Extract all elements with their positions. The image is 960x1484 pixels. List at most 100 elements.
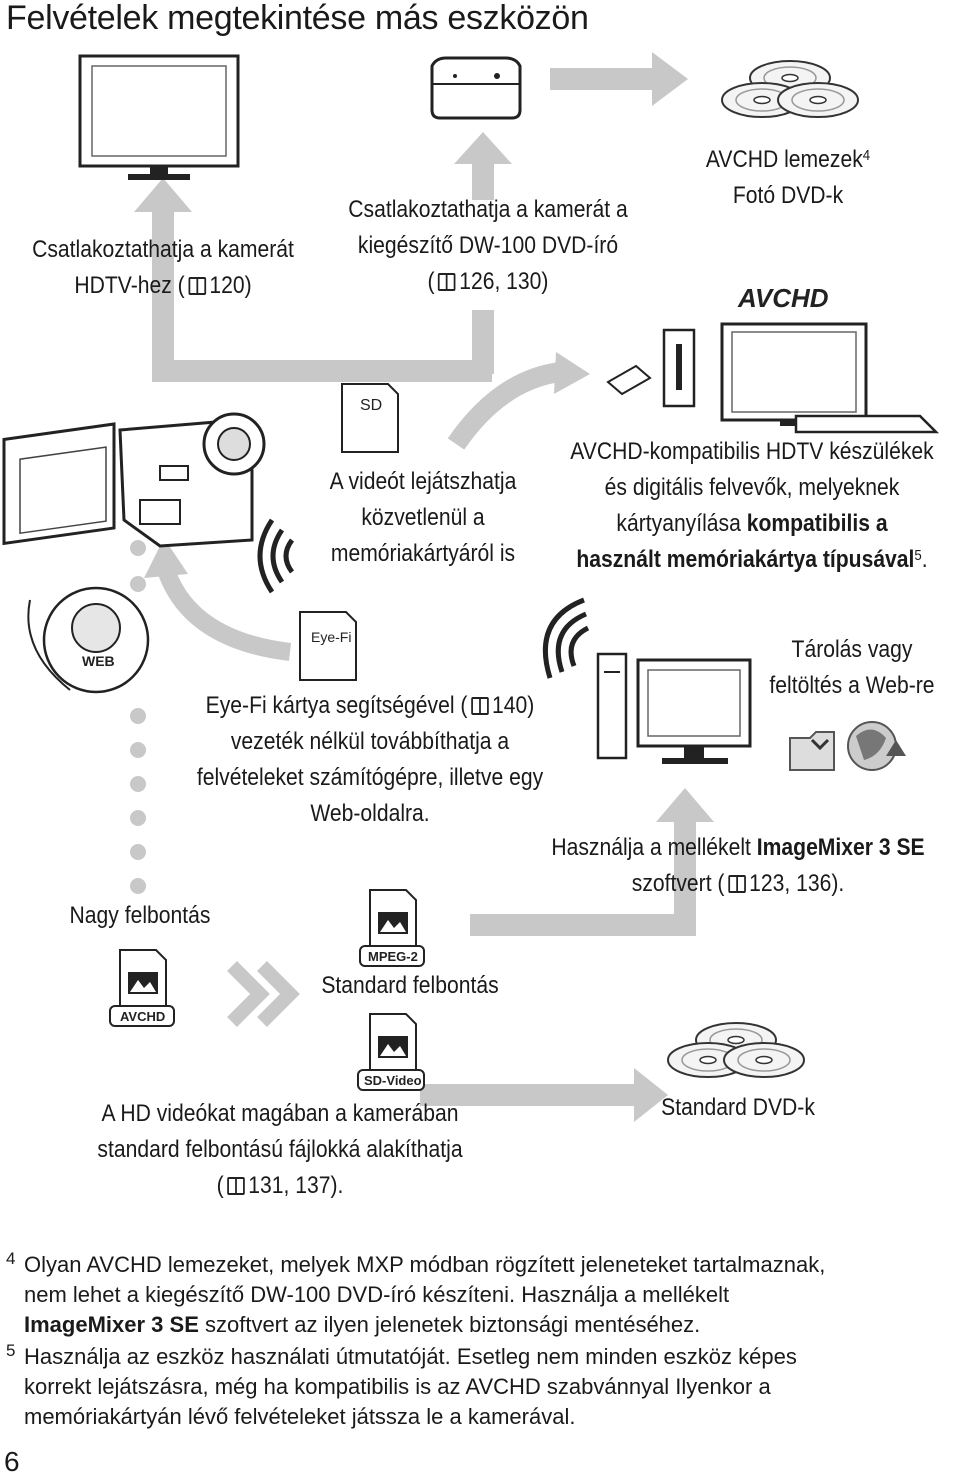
web-button-illustration — [27, 586, 150, 694]
hdtv-illustration — [78, 54, 240, 180]
arrow-to-std-dvd — [420, 1068, 668, 1122]
eyefi-card-icon — [299, 611, 357, 681]
standard-dvds-illustration — [667, 1022, 805, 1078]
caption-avchd-discs-line1: AVCHD lemezek4 — [682, 142, 893, 178]
caption-compatible-line1: AVCHD-kompatibilis HDTV készülékek — [570, 438, 934, 465]
card-slot-illustration — [606, 328, 696, 408]
web-label: WEB — [82, 653, 115, 669]
caption-hdtv-text: HDTV-hez ( — [74, 272, 185, 299]
footnote-5-num: 5 — [6, 1341, 16, 1360]
caption-convert-line1: A HD videókat magában a kamerában — [101, 1100, 459, 1127]
book-icon — [727, 875, 746, 893]
caption-hdtv-ref: 120) — [209, 272, 252, 299]
caption-eyefi-line2: vezeték nélkül továbbíthatja a — [230, 728, 510, 755]
caption-storage-line1: Tárolás vagy — [791, 636, 913, 663]
sdvideo-badge: SD-Video — [364, 1073, 422, 1088]
pc-illustration — [596, 652, 752, 764]
chevrons-icon — [227, 961, 300, 1027]
caption-imagemixer-pre: Használja a mellékelt — [551, 834, 757, 861]
page-title: Felvételek megtekintése más eszközön — [6, 0, 589, 37]
footnote-4-bold: ImageMixer 3 SE — [24, 1312, 199, 1337]
caption-memcard-line2: közvetlenül a — [361, 504, 485, 531]
caption-compatible-bold2: használt memóriakártya típusával — [576, 546, 915, 573]
caption-compatible: AVCHD-kompatibilis HDTV készülékek és di… — [565, 434, 938, 578]
caption-avchd-discs-text: AVCHD lemezek — [705, 146, 863, 173]
caption-eyefi-text1: Eye-Fi kártya segítségével ( — [205, 692, 468, 719]
mpeg2-file-icon — [359, 889, 425, 967]
avchd-logo: AVCHD — [737, 283, 829, 313]
avchd-badge: AVCHD — [120, 1009, 165, 1024]
wireless-icon-pc — [542, 597, 590, 679]
avchd-discs-illustration — [721, 60, 859, 118]
curved-arrow-eyefi — [157, 566, 292, 661]
caption-imagemixer-bold: ImageMixer 3 SE — [756, 834, 925, 861]
caption-compatible-bold1: kompatibilis a — [746, 510, 888, 537]
caption-compatible-line2: és digitális felvevők, melyeknek — [604, 474, 900, 501]
caption-compatible-line3: kártyanyílása kompatibilis a — [565, 506, 938, 542]
caption-imagemixer-line2: szoftvert ( 123, 136). — [546, 866, 930, 902]
arrow-to-discs — [550, 52, 688, 106]
caption-memcard-line3: memóriakártyáról is — [330, 540, 516, 567]
footnote-4-num: 4 — [6, 1249, 16, 1268]
sdvideo-file-icon — [357, 1013, 425, 1091]
caption-hdtv-line2: HDTV-hez ( 120) — [27, 268, 300, 304]
dw100-illustration — [430, 56, 522, 120]
arrow-to-pc — [470, 788, 714, 936]
folder-icon — [789, 731, 835, 771]
caption-eyefi-ref: 140) — [492, 692, 535, 719]
footnote-5-line1: Használja az eszköz használati útmutatój… — [24, 1344, 797, 1369]
caption-dw100-line2: kiegészítő DW-100 DVD-író — [357, 232, 619, 259]
caption-imagemixer-text2: szoftvert ( — [631, 870, 725, 897]
caption-convert-line2: standard felbontású fájlokká alakíthatja — [97, 1136, 463, 1163]
book-icon — [188, 277, 206, 295]
caption-storage-line2: feltöltés a Web-re — [769, 672, 935, 699]
footnote-4-line2: nem lehet a kiegészítő DW-100 DVD-író ké… — [24, 1282, 730, 1307]
avchd-file-icon — [109, 949, 175, 1027]
footnote-5: 5 Használja az eszköz használati útmutat… — [6, 1341, 954, 1432]
eyefi-card-label: Eye-Fi — [311, 629, 351, 645]
caption-std-dvd: Standard DVD-k — [661, 1094, 815, 1121]
arrow-hdtv-up — [134, 178, 492, 382]
caption-memcard: A videót lejátszhatja közvetlenül a memó… — [313, 464, 533, 572]
arrow-dw100-up — [454, 132, 512, 374]
footnote-5-line3: memóriakártyán lévő felvételeket játssza… — [24, 1404, 576, 1429]
caption-storage: Tárolás vagy feltöltés a Web-re — [757, 632, 947, 704]
sd-card-icon — [341, 383, 399, 453]
book-icon — [227, 1177, 245, 1195]
globe-icon — [847, 721, 906, 771]
caption-eyefi-line1: Eye-Fi kártya segítségével ( 140) — [185, 688, 555, 724]
caption-eyefi-line4: Web-oldalra. — [310, 800, 430, 827]
sd-card-label: SD — [360, 397, 382, 414]
camcorder-illustration — [2, 412, 266, 548]
caption-convert-line3: (131, 137). — [86, 1168, 473, 1204]
caption-eyefi-line3: felvételeket számítógépre, illetve egy — [196, 764, 544, 791]
caption-hdtv-line1: Csatlakoztathatja a kamerát — [32, 236, 294, 263]
wireless-icon — [257, 518, 295, 594]
footnote-5-line2: korrekt lejátszásra, még ha kompatibilis… — [24, 1374, 771, 1399]
footnote-4-line1: Olyan AVCHD lemezeket, melyek MXP módban… — [24, 1252, 826, 1277]
footnote-4-text3: szoftvert az ilyen jelenetek biztonsági … — [198, 1312, 701, 1337]
caption-imagemixer: Használja a mellékelt ImageMixer 3 SE sz… — [546, 830, 930, 902]
curved-arrow-tv — [447, 362, 562, 450]
caption-avchd-discs: AVCHD lemezek4 Fotó DVD-k — [682, 142, 893, 214]
caption-convert-text3: ( — [216, 1172, 224, 1199]
footnote-ref-4: 4 — [862, 147, 871, 164]
caption-imagemixer-line1: Használja a mellékelt ImageMixer 3 SE — [546, 830, 930, 866]
caption-convert-ref: 131, 137). — [248, 1172, 344, 1199]
caption-high-res: Nagy felbontás — [69, 902, 211, 929]
caption-compatible-line4: használt memóriakártya típusával5. — [565, 542, 938, 578]
caption-compatible-text3: kártyanyílása — [616, 510, 747, 537]
caption-dw100-line3: (126, 130) — [427, 268, 549, 295]
caption-photo-dvd: Fotó DVD-k — [732, 182, 844, 209]
caption-convert: A HD videókat magában a kamerában standa… — [86, 1096, 473, 1204]
caption-compatible-end: . — [921, 546, 928, 573]
footnote-4-line3: ImageMixer 3 SE szoftvert az ilyen jelen… — [24, 1310, 954, 1340]
caption-std-res: Standard felbontás — [321, 972, 499, 999]
caption-dw100-line1: Csatlakoztathatja a kamerát a — [348, 196, 628, 223]
caption-dw100-ref: 126, 130) — [459, 268, 549, 295]
footnote-ref-5: 5 — [914, 547, 922, 564]
caption-imagemixer-ref: 123, 136). — [749, 870, 845, 897]
book-icon — [438, 273, 456, 291]
page-number: 6 — [4, 1446, 20, 1477]
